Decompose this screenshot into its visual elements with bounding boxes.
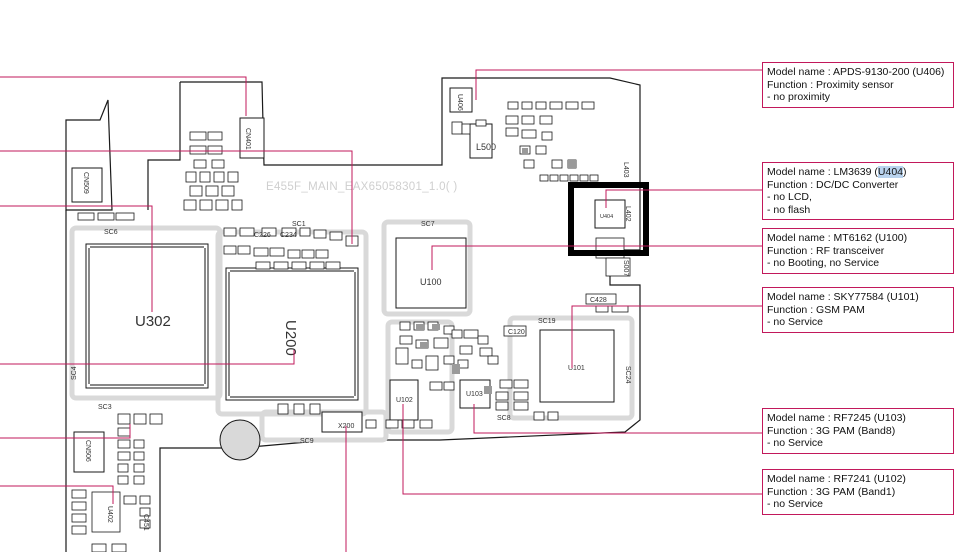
gray-pads (416, 148, 576, 394)
callout-symptom: - no LCD, (767, 191, 812, 204)
small-components (71, 101, 631, 552)
callout-model: Model name : APDS-9130-200 (U406) (767, 66, 945, 78)
label-l500: L500 (476, 142, 496, 152)
label-u404: U404 (600, 214, 613, 220)
label-u101: U101 (568, 365, 585, 372)
label-l402: L402 (624, 206, 631, 222)
callout-symptom: - no Service (767, 498, 824, 511)
label-c428: C428 (590, 297, 607, 304)
callout-u102: Model name : RF7241 (U102) Function : 3G… (762, 469, 954, 515)
label-u103: U103 (466, 391, 483, 398)
chip-u100 (395, 237, 467, 309)
silkscreen-title: E455F_MAIN_EAX65058301_1.0( ) (266, 181, 458, 193)
label-u406: U406 (456, 94, 463, 111)
chip-u406 (449, 87, 473, 113)
callout-function: Function : Proximity sensor (767, 78, 894, 91)
chip-u101 (539, 329, 615, 403)
chip-cn401 (239, 117, 265, 159)
callout-function: Function : 3G PAM (Band8) (767, 424, 896, 437)
callout-symptom: - no Service (767, 316, 824, 329)
chip-cn509 (71, 167, 103, 203)
callout-symptom: - no Booting, no Service (767, 257, 880, 270)
label-c234: C234 (280, 232, 297, 239)
label-cn401: CN401 (244, 128, 251, 150)
screw-hole (219, 419, 261, 461)
label-sc4: SC4 (71, 366, 78, 380)
label-sc8: SC8 (497, 415, 511, 422)
pin-pads (88, 246, 356, 398)
board-outline (65, 77, 641, 552)
label-cn509: CN509 (82, 172, 89, 194)
label-cn506: CN506 (84, 440, 91, 462)
callout-model-prefix: Model name : LM3639 ( (767, 166, 878, 178)
callout-symptom: - no Service (767, 437, 824, 450)
callout-model: Model name : RF7245 (U103) (767, 412, 906, 424)
callout-model-highlight: U404 (877, 166, 904, 178)
label-s007: S007 (622, 260, 629, 276)
label-u102: U102 (396, 397, 413, 404)
callout-symptom: - no flash (767, 203, 811, 216)
label-c120: C120 (508, 329, 525, 336)
callout-model: Model name : LM3639 (U404) (767, 166, 949, 179)
label-sc19: SC19 (538, 318, 556, 325)
callout-function: Function : GSM PAM (767, 303, 865, 316)
label-sc7: SC7 (421, 221, 435, 228)
label-c226: C226 (254, 232, 271, 239)
callout-model: Model name : RF7241 (U102) (767, 473, 906, 485)
chip-cn506 (73, 431, 105, 473)
label-sc3: SC3 (98, 404, 112, 411)
label-u100: U100 (420, 277, 442, 287)
leader-lines (0, 69, 762, 552)
callout-u406: Model name : APDS-9130-200 (U406) Functi… (762, 62, 954, 108)
highlight-box-u404 (568, 182, 649, 256)
label-sc1: SC1 (292, 221, 306, 228)
callout-u100: Model name : MT6162 (U100) Function : RF… (762, 228, 954, 274)
chip-u200 (225, 267, 359, 401)
label-c451: C451 (142, 514, 149, 531)
callout-u404: Model name : LM3639 (U404) Function : DC… (762, 162, 954, 221)
chip-u404 (594, 199, 626, 229)
callout-model-suffix: ) (903, 166, 907, 178)
chip-l500 (469, 123, 493, 159)
callout-model: Model name : MT6162 (U100) (767, 232, 908, 244)
chip-x200 (321, 411, 363, 433)
callout-function: Function : 3G PAM (Band1) (767, 485, 896, 498)
label-u302: U302 (135, 313, 171, 330)
label-l403: L403 (622, 162, 629, 178)
callout-u103: Model name : RF7245 (U103) Function : 3G… (762, 408, 954, 454)
callout-function: Function : DC/DC Converter (767, 178, 899, 191)
label-sc9: SC9 (300, 438, 314, 445)
callout-function: Function : RF transceiver (767, 244, 885, 257)
label-u200: U200 (282, 320, 299, 356)
callout-symptom: - no proximity (767, 91, 831, 104)
label-sc24: SC24 (624, 366, 631, 384)
label-u402: U402 (106, 506, 113, 523)
callout-model: Model name : SKY77584 (U101) (767, 291, 919, 303)
callout-u101: Model name : SKY77584 (U101) Function : … (762, 287, 954, 333)
label-sc6: SC6 (104, 229, 118, 236)
